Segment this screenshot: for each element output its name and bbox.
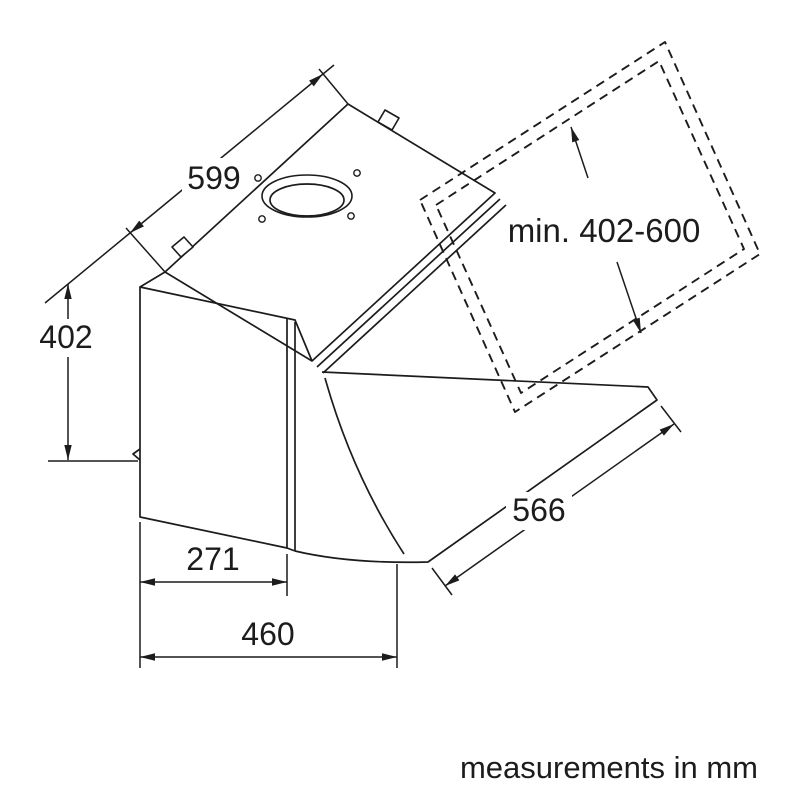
measurement-unit-note: measurements in mm (460, 750, 758, 785)
canopy-top-face (164, 103, 496, 362)
screw-hole-icon (353, 169, 361, 177)
dimension-label-bottom-width: 460 (241, 616, 294, 652)
extension-lines-271 (139, 522, 288, 668)
label-backdrop-402 (36, 319, 96, 357)
back-mounting-rails (316, 198, 507, 374)
wall-mounting-panel: min. 402-600 (419, 41, 761, 413)
dimension-460: 460 (140, 564, 398, 668)
screw-hole-icon (347, 212, 355, 220)
front-panel-thickness (286, 322, 296, 552)
dimension-271: 271 (139, 522, 288, 668)
extension-lines-599 (44, 64, 349, 304)
dimension-label-left-height: 402 (39, 319, 92, 355)
dimension-label-bottom-depth: 566 (512, 492, 565, 528)
range-arrow-lower (616, 261, 642, 334)
dimension-402: 402 (36, 284, 138, 462)
mounting-tab-left (171, 236, 194, 258)
canopy-front-band (139, 271, 313, 362)
dimension-line-599 (129, 73, 324, 234)
panel-outer-dashed-outline (419, 41, 761, 413)
dimension-label-mounting-range: min. 402-600 (508, 212, 701, 249)
left-edge-notch (132, 448, 141, 461)
lower-wedge-body (294, 371, 658, 564)
mounting-tab-back (377, 109, 400, 131)
dimension-label-front-depth: 271 (186, 541, 239, 577)
front-panel-outline (139, 287, 288, 549)
range-arrow-upper (570, 126, 589, 179)
dimension-599: 599 (44, 64, 349, 304)
extension-lines-566 (431, 405, 682, 596)
panel-inner-dashed-outline (435, 60, 745, 394)
dimension-566: 566 (431, 405, 682, 596)
label-backdrop-566 (506, 492, 572, 530)
dimension-label-top-width: 599 (187, 160, 240, 196)
label-backdrop-599 (182, 158, 246, 196)
screw-hole-icon (254, 174, 262, 182)
duct-outlet-outer (261, 174, 353, 218)
